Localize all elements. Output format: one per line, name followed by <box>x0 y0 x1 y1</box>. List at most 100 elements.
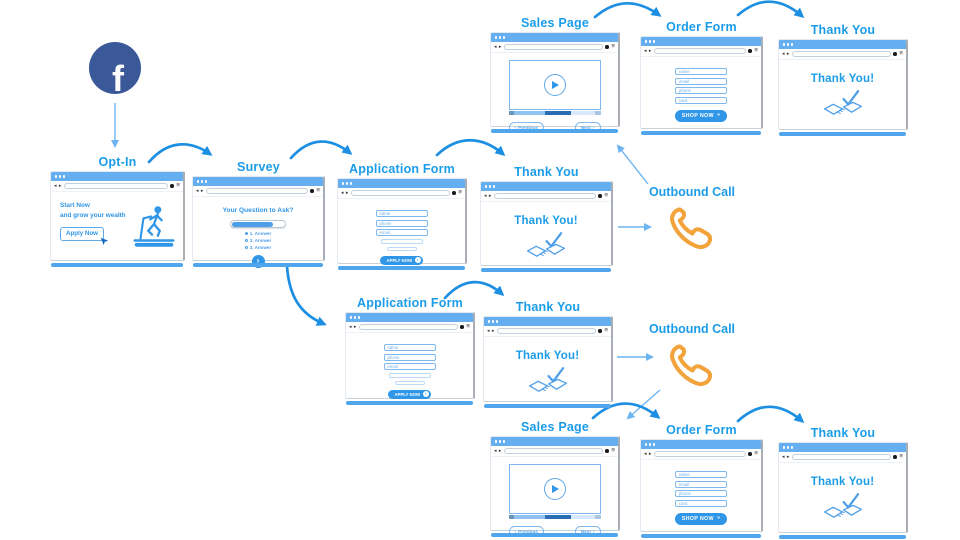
video-progress-bar[interactable] <box>508 515 601 519</box>
back-forward-icons[interactable]: ◂ ▸ <box>196 187 204 194</box>
window-toolbar: ◂ ▸ ≡ <box>491 446 618 457</box>
radio-icon[interactable] <box>244 246 248 249</box>
url-bar[interactable] <box>504 43 603 51</box>
profile-icon[interactable] <box>598 329 602 333</box>
back-forward-icons[interactable]: ◂ ▸ <box>782 453 790 460</box>
back-forward-icons[interactable]: ◂ ▸ <box>484 192 492 199</box>
profile-icon[interactable] <box>748 452 752 456</box>
menu-icon[interactable]: ≡ <box>899 452 903 460</box>
phone-field[interactable]: phone <box>675 87 727 94</box>
url-bar[interactable] <box>497 327 596 335</box>
menu-icon[interactable]: ≡ <box>604 326 608 334</box>
url-bar[interactable] <box>792 50 891 58</box>
profile-icon[interactable] <box>893 455 897 459</box>
profile-icon[interactable] <box>605 449 609 453</box>
profile-icon[interactable] <box>460 325 464 329</box>
menu-icon[interactable]: ≡ <box>754 449 758 457</box>
apply-now-button[interactable]: APPLY NOW › <box>388 389 431 399</box>
name-field[interactable]: name <box>383 344 436 351</box>
menu-icon[interactable]: ≡ <box>604 191 608 199</box>
menu-icon[interactable]: ≡ <box>899 49 903 57</box>
url-bar[interactable] <box>64 182 168 190</box>
extra-field[interactable] <box>394 380 425 385</box>
url-bar[interactable] <box>206 187 308 195</box>
window-base-line <box>346 401 473 405</box>
back-forward-icons[interactable]: ◂ ▸ <box>341 189 349 196</box>
card-field[interactable]: card <box>675 499 727 507</box>
survey-option[interactable]: 3. Answer <box>244 245 271 250</box>
profile-icon[interactable] <box>452 191 456 195</box>
video-player[interactable] <box>508 60 601 110</box>
menu-icon[interactable]: ≡ <box>611 42 615 50</box>
phone-field[interactable]: phone <box>675 490 727 497</box>
email-field[interactable]: email <box>375 229 428 236</box>
chevrons-icon: » <box>716 515 721 522</box>
back-forward-icons[interactable]: ◂ ▸ <box>782 50 790 57</box>
url-bar[interactable] <box>792 453 891 461</box>
survey-option[interactable]: 1. Answer <box>244 231 271 236</box>
profile-icon[interactable] <box>170 184 174 188</box>
sales-page-content: ‹Previous Next› <box>491 53 618 133</box>
window-base-line <box>338 266 465 270</box>
shop-now-button[interactable]: SHOP NOW » <box>674 110 728 122</box>
phone-field[interactable]: phone <box>375 219 428 227</box>
url-bar[interactable] <box>351 189 450 197</box>
profile-icon[interactable] <box>748 49 752 53</box>
email-field[interactable]: email <box>675 480 727 488</box>
extra-field[interactable] <box>388 372 431 378</box>
apply-now-button[interactable]: Apply Now <box>60 226 104 241</box>
email-field[interactable]: email <box>675 77 727 85</box>
play-icon[interactable] <box>543 478 566 500</box>
email-field[interactable]: email <box>383 363 436 370</box>
node-application-form-2: Application Form ◂ ▸ ≡ name phone email … <box>345 296 475 405</box>
node-label-order-form: Order Form <box>666 20 737 34</box>
name-field[interactable]: name <box>375 210 428 217</box>
profile-icon[interactable] <box>598 194 602 198</box>
video-progress-bar[interactable] <box>508 111 601 115</box>
profile-icon[interactable] <box>605 45 609 49</box>
profile-icon[interactable] <box>310 189 314 193</box>
menu-icon[interactable]: ≡ <box>458 188 462 196</box>
name-field[interactable]: name <box>675 471 727 478</box>
back-forward-icons[interactable]: ◂ ▸ <box>494 43 502 50</box>
menu-icon[interactable]: ≡ <box>176 181 180 189</box>
url-bar[interactable] <box>504 447 603 455</box>
application-form-content: name phone email APPLY NOW › <box>338 199 465 265</box>
back-forward-icons[interactable]: ◂ ▸ <box>487 327 495 334</box>
menu-icon[interactable]: ≡ <box>754 46 758 54</box>
extra-field[interactable] <box>380 238 423 244</box>
profile-icon[interactable] <box>893 52 897 56</box>
node-label-survey: Survey <box>237 160 280 174</box>
window-toolbar: ◂ ▸ ≡ <box>193 186 323 197</box>
extra-field[interactable] <box>386 246 417 251</box>
menu-icon[interactable]: ≡ <box>316 186 320 194</box>
node-thank-you-top: Thank You ◂ ▸ ≡ Thank You! <box>778 23 908 136</box>
next-chevron-icon: › <box>422 391 429 397</box>
url-bar[interactable] <box>654 47 746 55</box>
card-field[interactable]: card <box>675 96 727 104</box>
survey-progress-fill <box>231 221 273 227</box>
url-bar[interactable] <box>494 192 596 200</box>
radio-icon[interactable] <box>244 239 248 242</box>
back-forward-icons[interactable]: ◂ ▸ <box>349 323 357 330</box>
url-bar[interactable] <box>654 450 746 458</box>
url-bar[interactable] <box>359 323 458 331</box>
phone-field[interactable]: phone <box>383 353 436 361</box>
survey-progress-bar <box>230 220 286 228</box>
menu-icon[interactable]: ≡ <box>466 322 470 330</box>
radio-checked-icon[interactable] <box>244 232 248 235</box>
shop-now-button[interactable]: SHOP NOW » <box>674 513 728 525</box>
back-forward-icons[interactable]: ◂ ▸ <box>494 447 502 454</box>
back-forward-icons[interactable]: ◂ ▸ <box>54 182 62 189</box>
name-field[interactable]: name <box>675 68 727 75</box>
play-icon[interactable] <box>543 74 566 96</box>
back-forward-icons[interactable]: ◂ ▸ <box>644 450 652 457</box>
apply-now-button[interactable]: APPLY NOW › <box>380 255 423 265</box>
next-chevron-icon: › <box>414 257 421 263</box>
node-thank-you-bottom: Thank You ◂ ▸ ≡ Thank You! <box>778 426 908 539</box>
menu-icon[interactable]: ≡ <box>611 446 615 454</box>
survey-option[interactable]: 2. Answer <box>244 238 271 243</box>
video-player[interactable] <box>508 464 601 514</box>
back-forward-icons[interactable]: ◂ ▸ <box>644 47 652 54</box>
